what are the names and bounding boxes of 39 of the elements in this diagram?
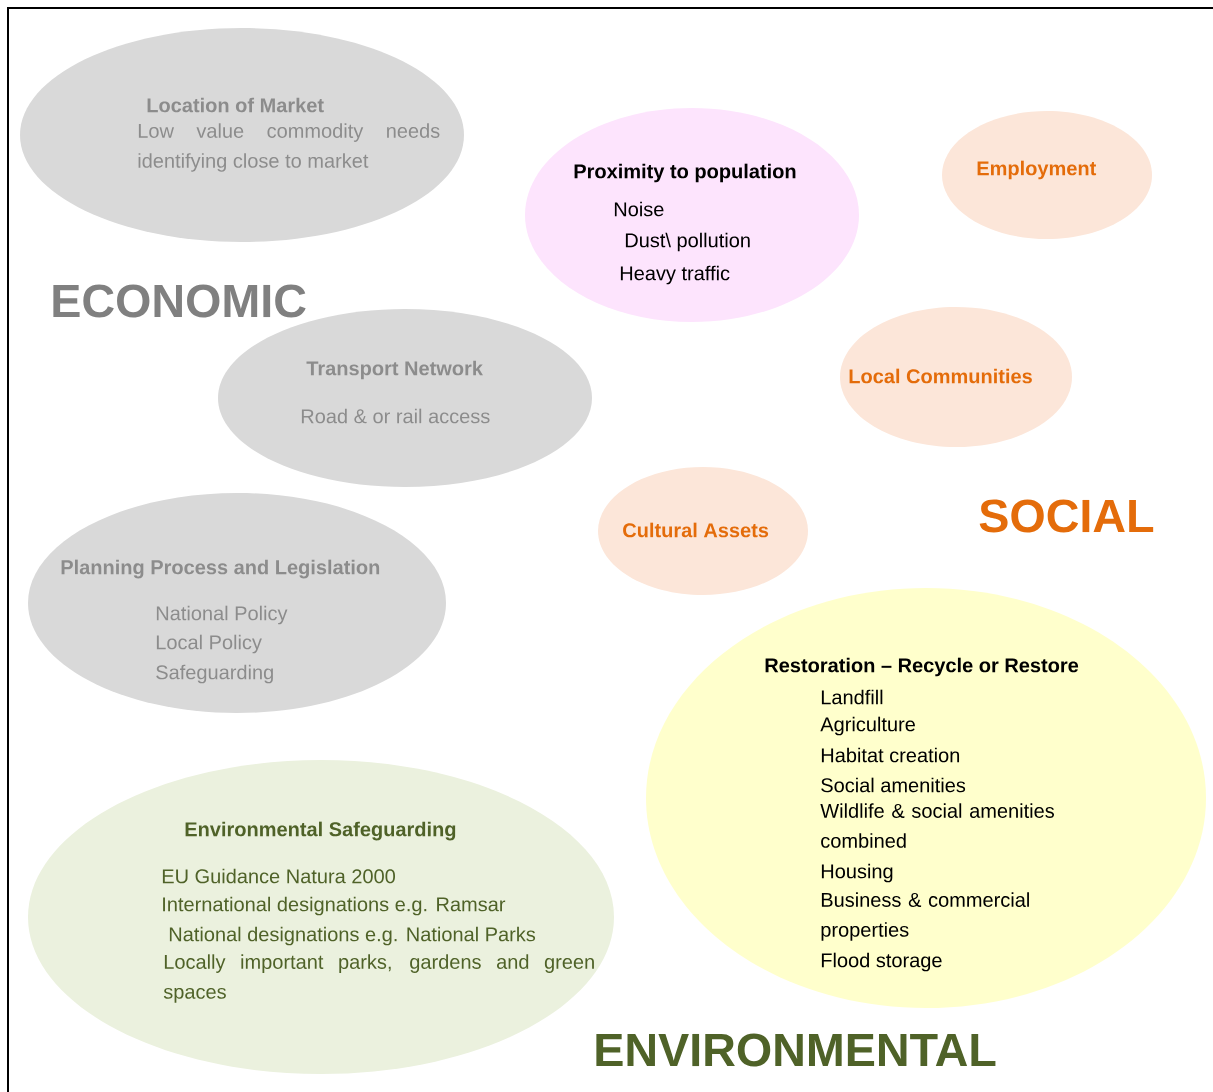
bubble-text: International designations e.g. Ramsar	[163, 896, 506, 916]
bubble-heading: Environmental Safeguarding	[185, 821, 456, 841]
category-label: ECONOMIC	[53, 284, 306, 318]
bubble	[28, 493, 446, 713]
bubble-text: Landfill	[821, 689, 883, 705]
bubble-text: Road & or rail access	[301, 408, 490, 424]
bubble-heading: Proximity to population	[574, 163, 796, 183]
bubble	[840, 307, 1072, 447]
bubble-heading: Transport Network	[306, 360, 483, 380]
bubble	[525, 108, 859, 322]
bubble-text: Noise	[614, 201, 664, 217]
bubble-heading: Cultural Assets	[623, 522, 769, 538]
bubble-text: Social amenities	[821, 777, 966, 793]
bubble-text: Habitat creation	[821, 747, 960, 763]
bubble-text: Locally important parks, gardens and green spaces	[163, 954, 594, 1003]
bubble-heading: Planning Process and Legislation	[61, 559, 380, 579]
bubble-text: Wildlife & social amenities combined	[820, 803, 1054, 848]
bubble-text: National Policy	[156, 605, 288, 625]
bubble-heading: Employment	[977, 160, 1097, 180]
bubble-text: Flood storage	[821, 952, 942, 972]
category-label: ENVIRONMENTAL	[596, 1033, 996, 1067]
bubble-text: Low value commodity needs identifying close to market	[138, 123, 440, 172]
bubble-text: Local Policy	[156, 634, 262, 654]
bubble-text: Business & commercial properties	[821, 892, 1029, 941]
bubble-text: Safeguarding	[156, 664, 273, 684]
bubble-heading: Location of Market	[147, 97, 324, 113]
bubble-heading: Restoration – Recycle or Restore	[765, 657, 1079, 677]
bubble-text: Housing	[821, 863, 893, 883]
bubble-text: Dust\ pollution	[625, 232, 750, 252]
category-label: SOCIAL	[979, 499, 1154, 533]
bubble	[646, 588, 1206, 1008]
bubble-text: Heavy traffic	[620, 265, 730, 285]
bubble	[598, 467, 808, 595]
bubble-text: National designations e.g. National Parks	[169, 926, 536, 946]
bubble-text: Agriculture	[820, 716, 915, 736]
bubble-text: EU Guidance Natura 2000	[162, 868, 395, 884]
bubble	[20, 28, 464, 242]
bubble-heading: Local Communities	[849, 368, 1032, 384]
bubble	[942, 111, 1152, 239]
